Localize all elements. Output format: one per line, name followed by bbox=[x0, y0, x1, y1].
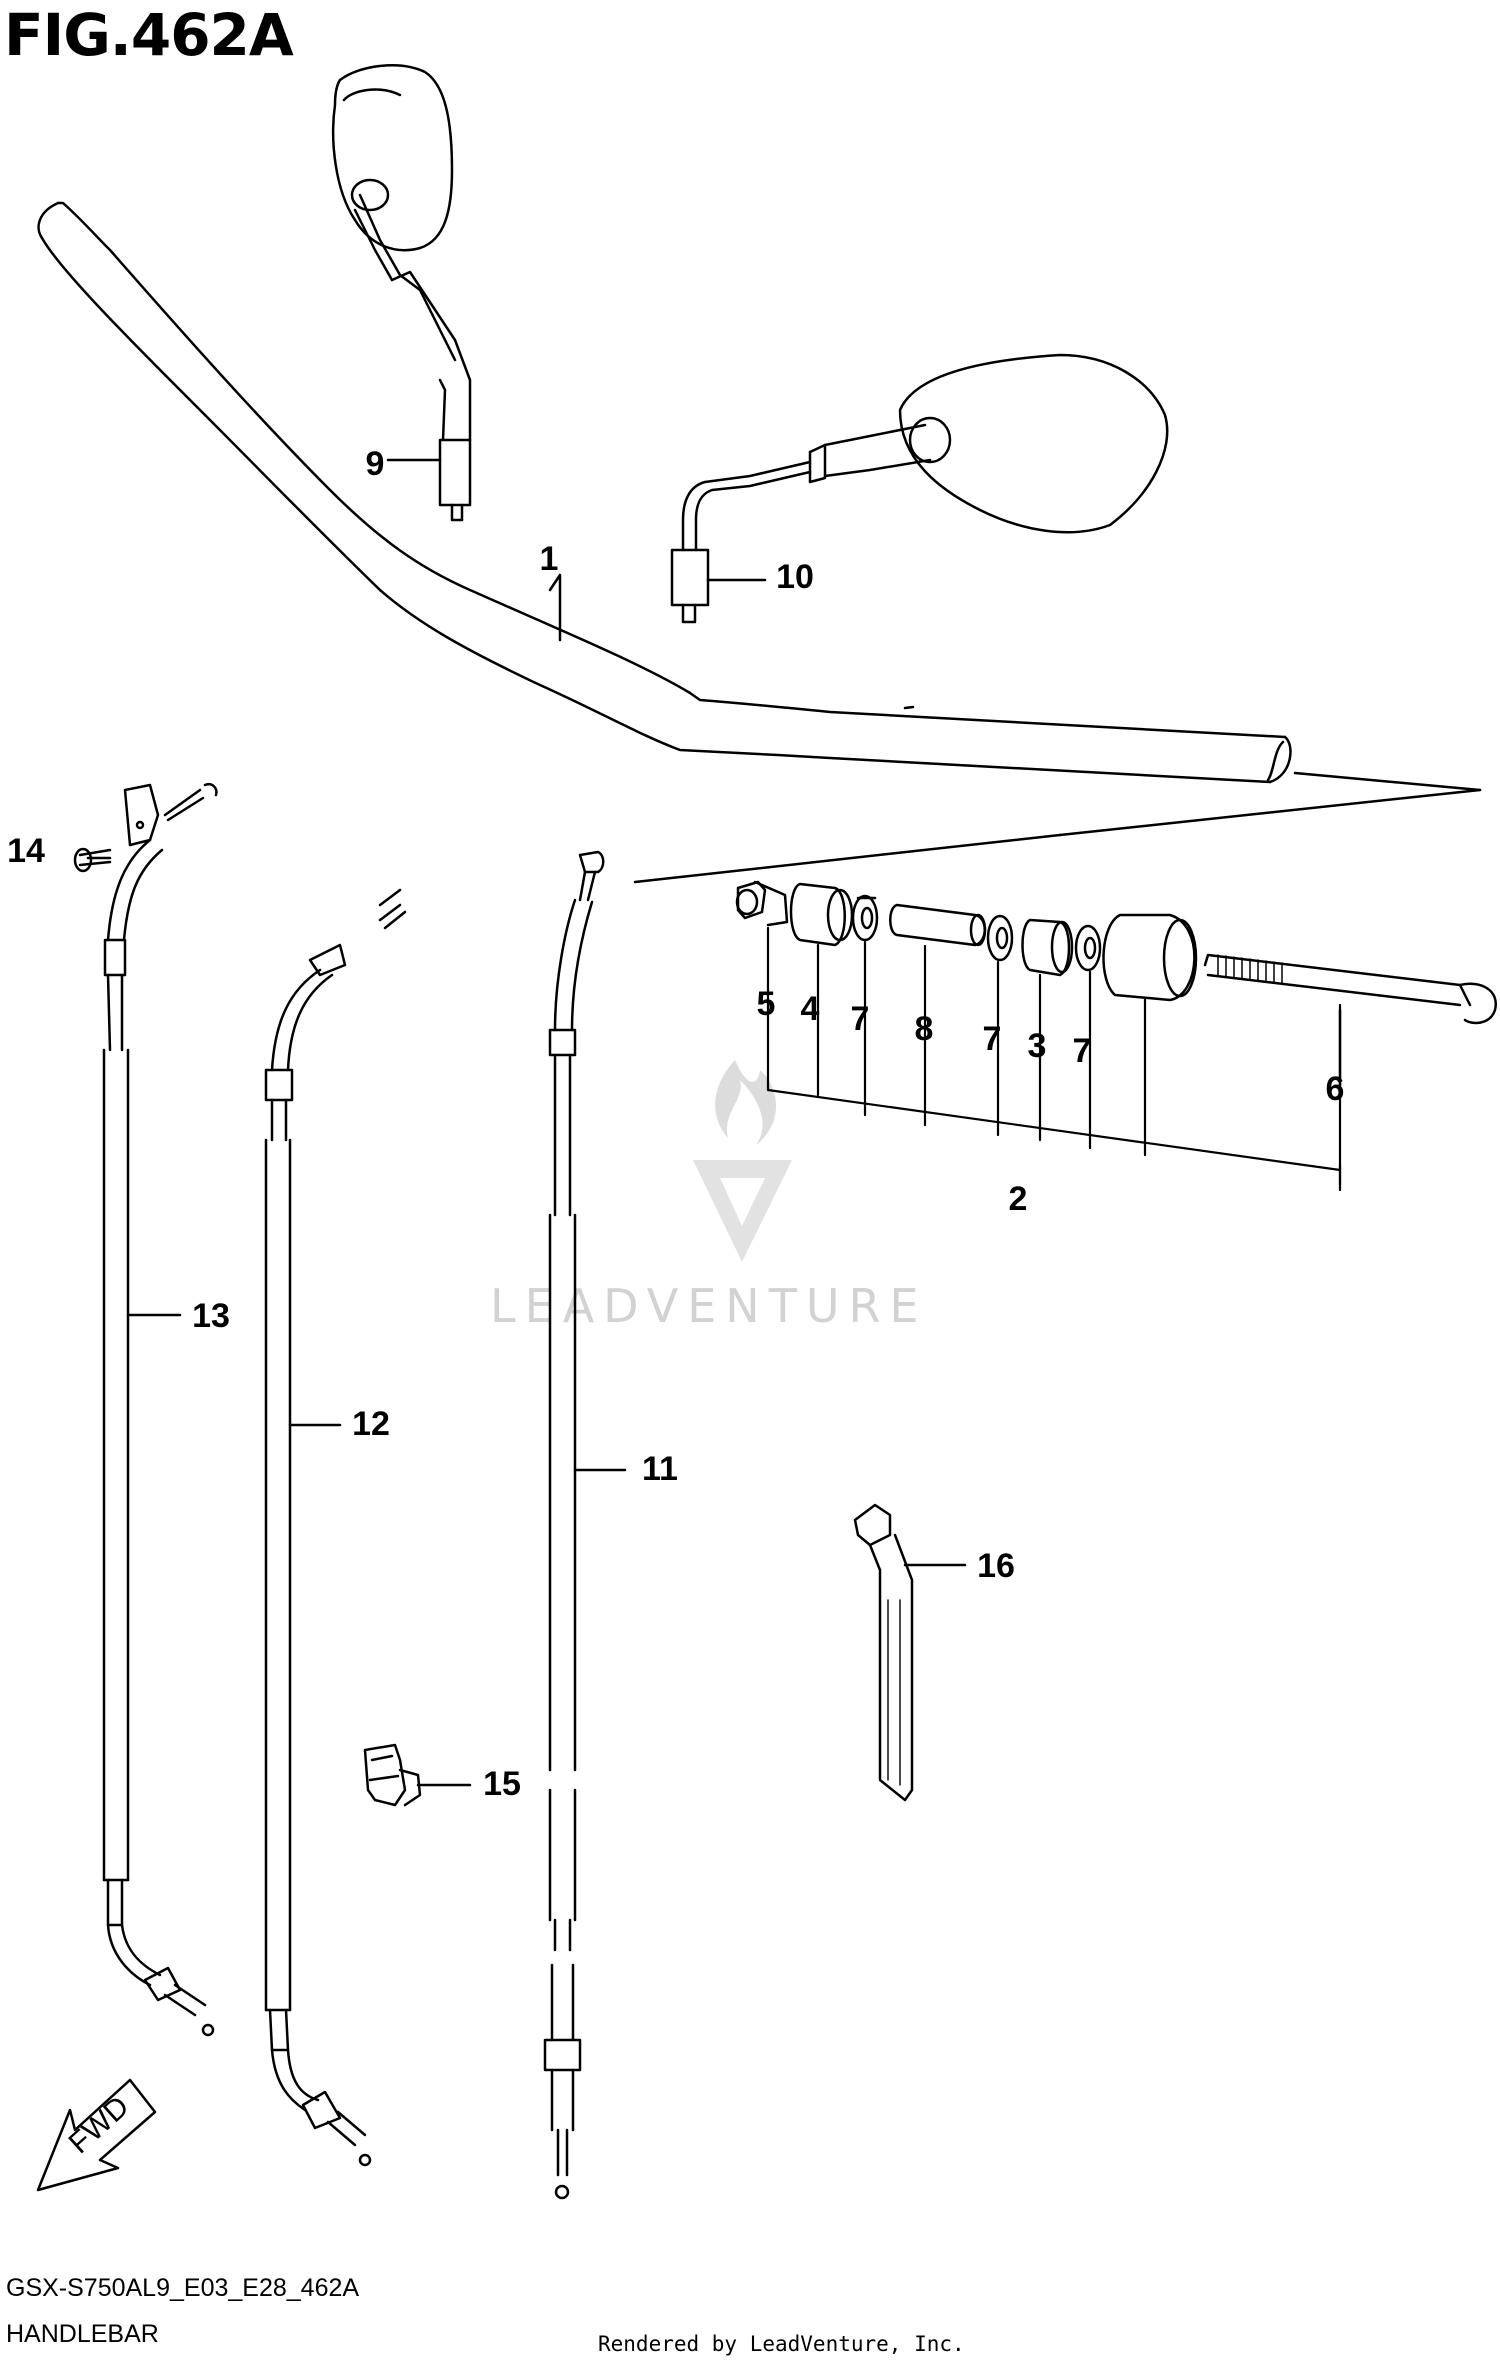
leadventure-watermark-logo bbox=[693, 1060, 792, 1262]
leader-lines bbox=[86, 458, 1342, 1787]
cable-11 bbox=[543, 850, 605, 2200]
balancer-nut bbox=[735, 880, 789, 927]
assembly-bracket bbox=[766, 926, 1342, 1192]
callout-6: 6 bbox=[1326, 1070, 1345, 1108]
callout-3: 3 bbox=[1028, 1027, 1047, 1065]
callout-12: 12 bbox=[352, 1405, 390, 1443]
callout-2: 2 bbox=[1009, 1180, 1028, 1218]
callout-7c: 7 bbox=[1073, 1032, 1092, 1070]
screw-14 bbox=[73, 783, 218, 873]
balancer-bolt bbox=[1203, 953, 1497, 1025]
weight-part-3 bbox=[1021, 918, 1074, 977]
fwd-direction-arrow: FWD bbox=[36, 2078, 157, 2192]
callout-5: 5 bbox=[757, 985, 776, 1023]
exploded-view-guide bbox=[633, 771, 1482, 884]
right-mirror bbox=[670, 353, 1169, 624]
left-mirror bbox=[331, 64, 472, 522]
spacer-tube bbox=[889, 903, 987, 947]
cable-12 bbox=[264, 888, 407, 2167]
callout-14: 14 bbox=[7, 832, 45, 870]
callout-16: 16 bbox=[977, 1547, 1015, 1585]
rendered-by-credit: Rendered by LeadVenture, Inc. bbox=[598, 2332, 965, 2356]
callout-4: 4 bbox=[801, 990, 820, 1028]
washer-7a bbox=[851, 894, 879, 942]
callout-1: 1 bbox=[540, 540, 559, 578]
callout-15: 15 bbox=[483, 1765, 521, 1803]
handlebar bbox=[37, 201, 1292, 784]
callout-13: 13 bbox=[192, 1297, 230, 1335]
washer-7c bbox=[1074, 924, 1102, 972]
figure-title: FIG.462A bbox=[4, 1, 294, 69]
callout-10: 10 bbox=[776, 558, 814, 596]
handlebar-balancer-weight bbox=[1102, 913, 1198, 1002]
model-code: GSX-S750AL9_E03_E28_462A bbox=[6, 2274, 360, 2302]
callout-7b: 7 bbox=[983, 1020, 1002, 1058]
watermark-text: LEADVENTURE bbox=[490, 1279, 928, 1333]
callout-8: 8 bbox=[915, 1010, 934, 1048]
washer-7b bbox=[986, 914, 1014, 962]
weight-part-4 bbox=[789, 882, 854, 947]
callout-11: 11 bbox=[642, 1450, 678, 1488]
callout-9: 9 bbox=[366, 445, 385, 483]
cable-tie-16 bbox=[853, 1503, 914, 1802]
callout-labels: 1 2 3 4 5 6 7 7 7 8 9 10 11 12 13 14 15 … bbox=[7, 445, 1344, 1803]
clamp-15 bbox=[363, 1743, 422, 1807]
section-name: HANDLEBAR bbox=[6, 2320, 159, 2348]
callout-7a: 7 bbox=[851, 1000, 870, 1038]
cable-13 bbox=[102, 783, 215, 2037]
